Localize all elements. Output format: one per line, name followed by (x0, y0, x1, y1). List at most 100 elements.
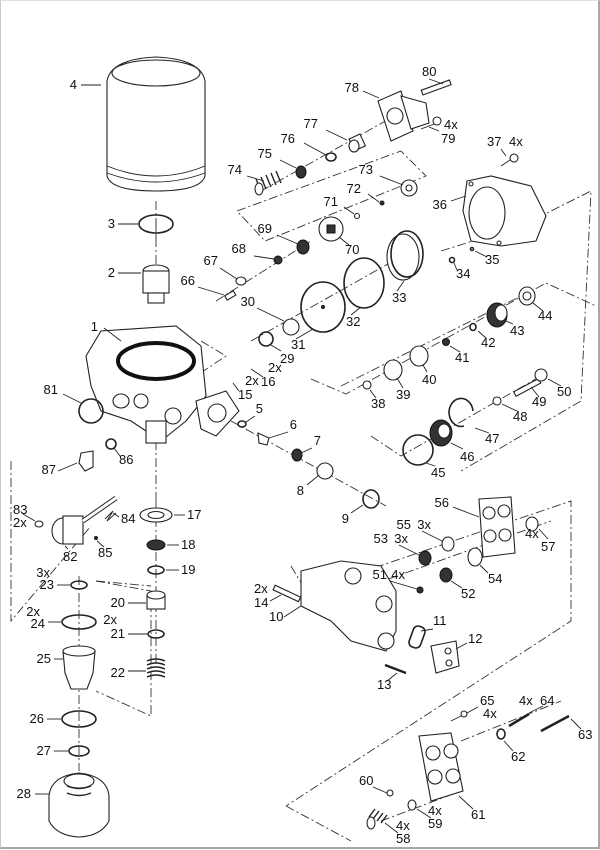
leader-line-55 (421, 530, 443, 542)
callout-label-38: 38 (371, 396, 385, 411)
callout-label-14: 14 (254, 595, 268, 610)
leader-line-69 (276, 234, 299, 245)
leader-line-77 (325, 129, 348, 141)
callout-label-53: 53 (374, 531, 388, 546)
leader-line-62 (503, 740, 514, 752)
callout-label-8: 8 (297, 483, 304, 498)
callout-label-15: 15 (238, 387, 252, 402)
part-12-connector (430, 640, 460, 674)
part-69-seal (296, 239, 310, 255)
quantity-label-58: 4x (396, 818, 410, 833)
part-53-seal (418, 550, 432, 566)
callout-label-7: 7 (314, 433, 321, 448)
callout-label-51: 51 (373, 567, 387, 582)
part-63-bolt (540, 714, 570, 733)
callout-label-26: 26 (30, 711, 44, 726)
callout-label-78: 78 (345, 80, 359, 95)
leader-line-58 (384, 822, 399, 834)
leader-line-50 (547, 378, 562, 387)
callout-label-67: 67 (204, 253, 218, 268)
leader-line-82 (64, 545, 69, 550)
part-45-o-ring (402, 434, 434, 466)
leader-line-52 (450, 580, 463, 589)
leader-line-43 (505, 320, 514, 325)
leader-line-56 (452, 506, 480, 518)
part-23-o-ring (70, 580, 88, 590)
leader-line-81 (62, 393, 82, 404)
part-31-center (321, 305, 325, 309)
leader-line-29 (270, 344, 282, 352)
callout-label-22: 22 (111, 665, 125, 680)
leader-line-45 (425, 462, 436, 467)
part-60-washer (386, 789, 394, 797)
callout-label-37: 37 (487, 134, 501, 149)
axis-29-33 (250, 250, 412, 342)
quantity-label-79: 4x (444, 117, 458, 132)
axis-22-group (95, 580, 152, 717)
part-84-clip (104, 510, 117, 522)
quantity-label-53: 3x (394, 531, 408, 546)
leader-line-10 (283, 605, 302, 618)
callout-label-54: 54 (488, 571, 502, 586)
leader-line-7 (300, 447, 313, 454)
leader-line-57 (538, 528, 549, 540)
part-43-spring (486, 302, 508, 328)
callout-label-82: 82 (63, 549, 77, 564)
leader-line-83 (22, 513, 36, 522)
callout-label-85: 85 (98, 545, 112, 560)
part-61-cover (418, 732, 464, 802)
part-32-ring (343, 257, 385, 309)
callout-label-42: 42 (481, 335, 495, 350)
part-29-o-ring (258, 331, 274, 347)
leader-line-79 (428, 126, 440, 132)
axis-36-right (460, 190, 592, 472)
callout-label-10: 10 (269, 609, 283, 624)
part-80-pin (420, 79, 452, 96)
callout-label-59: 59 (428, 816, 442, 831)
part-3-o-ring (138, 214, 174, 234)
callout-label-83: 83 (13, 502, 27, 517)
callout-label-19: 19 (181, 562, 195, 577)
part-72-pin (379, 200, 385, 206)
callout-label-29: 29 (280, 351, 294, 366)
quantity-label-21: 2x (103, 612, 117, 627)
leader-line-49 (530, 386, 540, 398)
callout-label-4: 4 (70, 77, 77, 92)
callout-label-50: 50 (557, 384, 571, 399)
leader-line-47 (474, 427, 490, 434)
part-11-gasket (408, 625, 426, 649)
part-67-washer (235, 276, 247, 286)
leader-line-86 (113, 447, 121, 457)
leader-line-36 (450, 195, 467, 202)
leader-line-53 (398, 544, 420, 556)
part-10-valve-body (300, 560, 397, 652)
leader-line-39 (396, 377, 404, 389)
quantity-label-15: 2x (245, 373, 259, 388)
part-7-seal (291, 448, 303, 462)
callout-label-43: 43 (510, 323, 524, 338)
callout-label-70: 70 (345, 242, 359, 257)
part-20-piston (146, 590, 166, 610)
callout-label-3: 3 (108, 216, 115, 231)
callout-label-16: 16 (261, 374, 275, 389)
leader-line-85 (96, 540, 105, 548)
part-39-disc (383, 359, 403, 381)
leader-line-12 (455, 642, 468, 650)
part-78-cover (377, 90, 430, 142)
part-71-nut (353, 212, 361, 220)
part-13-screw (384, 663, 407, 675)
leader-line-15 (232, 382, 240, 392)
callout-label-60: 60 (359, 773, 373, 788)
leader-line-63 (570, 718, 582, 730)
leader-line-30 (256, 307, 285, 322)
callout-label-66: 66 (181, 273, 195, 288)
callout-label-45: 45 (431, 465, 445, 480)
part-21-o-ring (147, 629, 165, 639)
leader-line-1 (103, 327, 122, 342)
callout-label-17: 17 (187, 507, 201, 522)
part-50-cap (534, 368, 548, 382)
leader-line-68 (253, 255, 275, 260)
part-26-circlip (61, 710, 97, 728)
callout-label-11: 11 (433, 613, 447, 628)
